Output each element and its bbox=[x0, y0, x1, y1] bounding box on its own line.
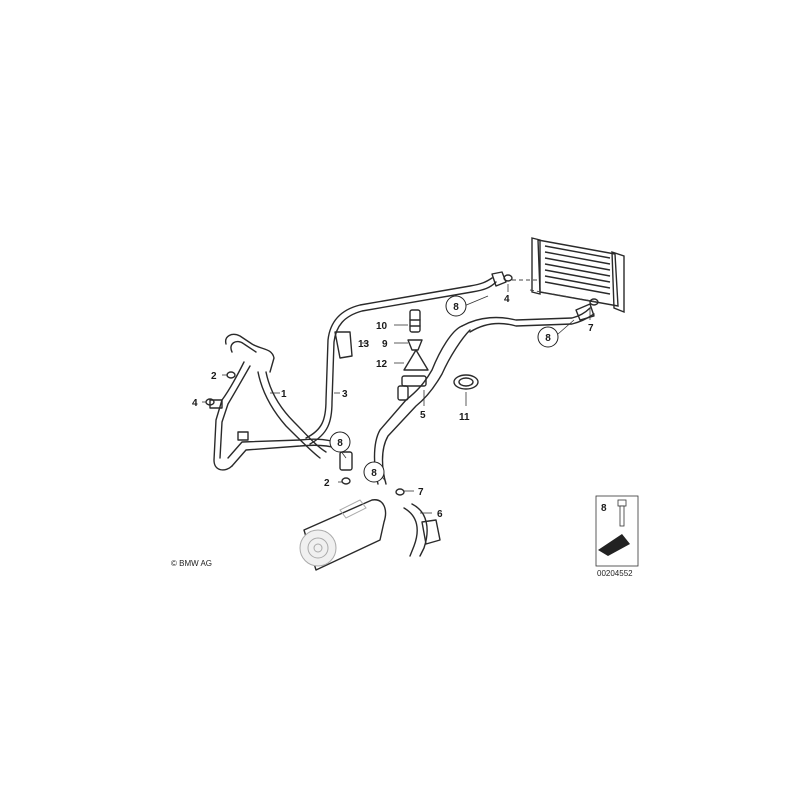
part-label-4-left: 4 bbox=[192, 398, 198, 409]
part-label-2-lower: 2 bbox=[324, 478, 330, 489]
callout-8-d-label: 8 bbox=[371, 468, 377, 479]
copyright-text: © BMW AG bbox=[171, 559, 212, 568]
part-label-4-right: 4 bbox=[504, 294, 510, 305]
callout-8-c: 8 bbox=[329, 431, 351, 453]
part-label-3: 3 bbox=[342, 389, 348, 400]
callout-8-a: 8 bbox=[445, 295, 467, 317]
part-label-10: 10 bbox=[376, 321, 388, 332]
part-label-7-right: 7 bbox=[588, 323, 594, 334]
bolt-shank-icon bbox=[619, 505, 625, 527]
callout-8-a-label: 8 bbox=[453, 302, 459, 313]
callout-8-b-label: 8 bbox=[545, 333, 551, 344]
callout-8-c-label: 8 bbox=[337, 438, 343, 449]
fittings bbox=[334, 309, 429, 371]
leader-lines bbox=[202, 284, 591, 514]
diagram-id: 00204552 bbox=[597, 569, 633, 578]
part-label-6: 6 bbox=[437, 509, 443, 520]
part-label-11: 11 bbox=[459, 412, 470, 423]
part-label-13: 13 bbox=[358, 339, 370, 350]
part-label-7-lower: 7 bbox=[418, 487, 424, 498]
compressor bbox=[299, 499, 387, 571]
bolt-head-icon bbox=[617, 499, 627, 507]
part-label-2-left: 2 bbox=[211, 371, 217, 382]
part-label-12: 12 bbox=[376, 359, 388, 370]
condenser bbox=[512, 237, 625, 314]
part-label-9: 9 bbox=[382, 339, 388, 350]
clamp-11 bbox=[453, 374, 479, 390]
pipe-3 bbox=[305, 271, 507, 445]
part-label-1: 1 bbox=[281, 389, 287, 400]
part-label-5: 5 bbox=[420, 410, 426, 421]
hose-1 bbox=[209, 333, 353, 471]
callout-8-d: 8 bbox=[363, 461, 385, 483]
hose-6 bbox=[403, 503, 441, 557]
callout-8-b: 8 bbox=[537, 326, 559, 348]
arrow-icon bbox=[598, 534, 630, 556]
legend-box: 8 bbox=[595, 495, 639, 567]
legend-box-number: 8 bbox=[601, 503, 607, 514]
hose-5 bbox=[373, 303, 595, 485]
